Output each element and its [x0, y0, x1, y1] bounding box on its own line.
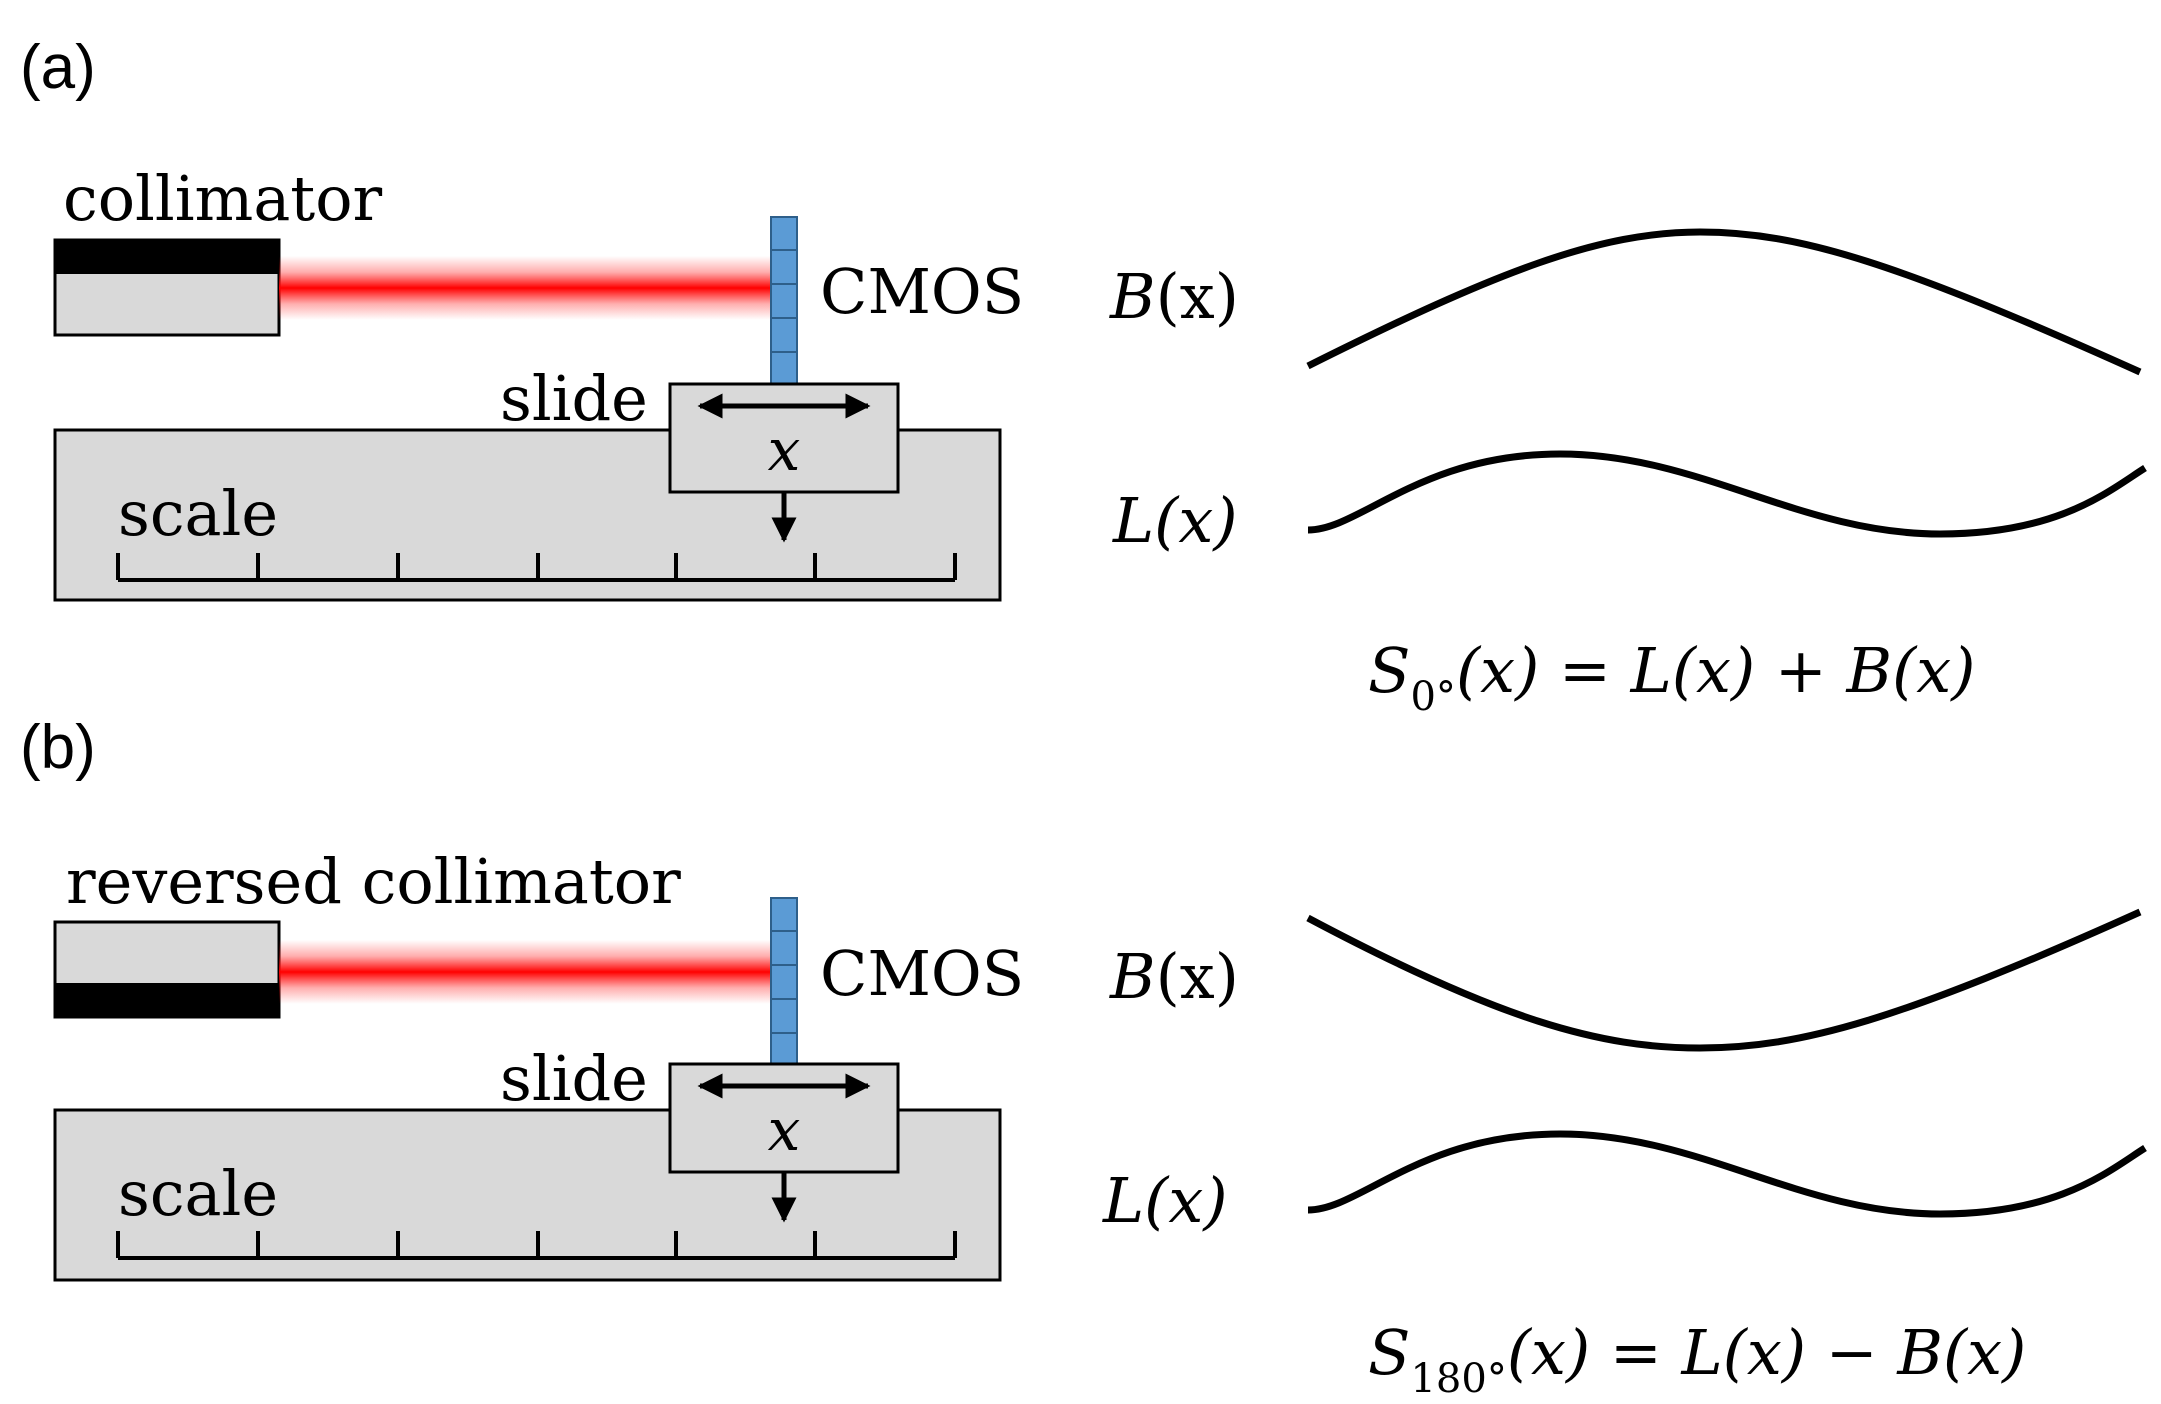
slide-label-a: slide: [500, 362, 648, 435]
scale-ruler-b: [116, 1231, 957, 1260]
l-curve-label-b: L(x): [1102, 1164, 1228, 1237]
panel-a-label: (a): [20, 33, 96, 102]
scale-label-b: scale: [118, 1157, 278, 1230]
slide-var-a: x: [768, 416, 801, 484]
b-curve-label-a: B(x): [1109, 260, 1239, 333]
panel-a: (a) collimator CMOS scale: [20, 33, 2147, 720]
b-curve-label-b: B(x): [1109, 940, 1239, 1013]
panel-b-label: (b): [20, 713, 96, 782]
collimator-label-b: reversed collimator: [66, 845, 681, 918]
difference-equation-b: S180°(x) = L(x) − B(x): [1368, 1316, 2026, 1402]
cmos-strip: [770, 897, 798, 1067]
collimator-label-a: collimator: [63, 162, 383, 235]
l-curve-b: [1307, 1130, 2147, 1218]
l-curve-a: [1307, 450, 2147, 538]
cmos-label-a: CMOS: [820, 255, 1024, 328]
collimator-a: [53, 238, 281, 337]
slide-label-b: slide: [500, 1042, 648, 1115]
cmos-label-b: CMOS: [820, 937, 1024, 1010]
sum-equation-a: S0°(x) = L(x) + B(x): [1368, 634, 1975, 720]
collimator-dark-half: [55, 240, 279, 274]
b-curve-a: [1306, 228, 2142, 376]
scale-rail-a: [53, 428, 1002, 602]
slide-var-b: x: [768, 1096, 801, 1164]
scale-label-a: scale: [118, 477, 278, 550]
laser-beam-a: [279, 256, 771, 320]
collimator-b: [53, 920, 281, 1019]
collimator-dark-half: [55, 983, 279, 1017]
l-curve-label-a: L(x): [1112, 484, 1238, 557]
b-curve-b: [1306, 908, 2142, 1052]
panel-b: (b) reversed collimator CMOS scale: [20, 713, 2147, 1402]
cmos-strip: [770, 216, 798, 386]
scale-ruler-a: [116, 553, 957, 582]
laser-beam-b: [279, 940, 771, 1004]
cmos-detector-a: [770, 216, 798, 386]
cmos-detector-b: [770, 897, 798, 1067]
